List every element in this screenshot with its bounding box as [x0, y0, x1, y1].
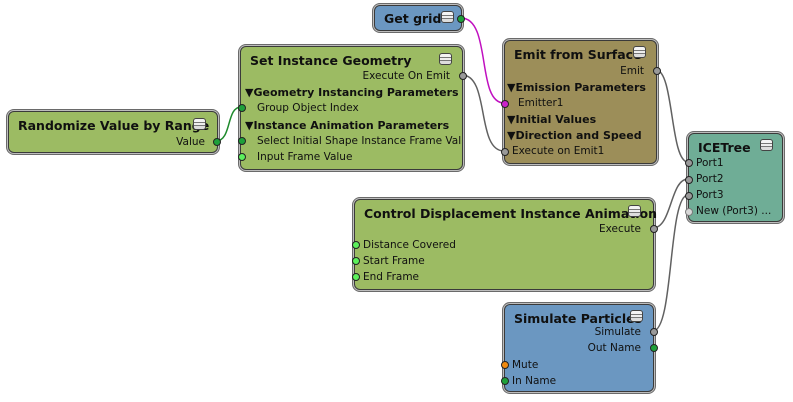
collapse-button-icon[interactable]: [628, 205, 641, 217]
simulate-output-label: Simulate: [594, 326, 641, 338]
instance-animation-section[interactable]: ▼Instance Animation Parameters: [245, 119, 450, 132]
execute-on-emit-output-label: Execute On Emit: [362, 70, 450, 82]
group-object-index-label: Group Object Index: [257, 102, 359, 114]
out-name-output-label: Out Name: [587, 342, 641, 354]
node-title: Set Instance Geometry: [250, 53, 412, 68]
emit-output-label: Emit: [620, 65, 644, 77]
execute-output-label: Execute: [599, 223, 641, 235]
geometry-instancing-section[interactable]: ▼Geometry Instancing Parameters: [245, 86, 459, 99]
emit-from-surface-node[interactable]: Emit from Surface Emit ▼Emission Paramet…: [501, 40, 661, 164]
wire-randomize-to-group-index: [215, 106, 242, 142]
select-initial-shape-label: Select Initial Shape Instance Frame Val: [257, 135, 462, 147]
get-grid-output-port[interactable]: [457, 15, 465, 23]
collapse-button-icon[interactable]: [193, 118, 206, 130]
get-grid-node[interactable]: Get grid: [374, 5, 465, 31]
group-object-index-port[interactable]: [238, 104, 246, 112]
collapse-button-icon[interactable]: [441, 11, 454, 23]
wire-setinstance-to-executeonemit1: [461, 74, 505, 152]
node-title: Randomize Value by Range: [18, 118, 210, 133]
distance-covered-port[interactable]: [352, 241, 360, 249]
execute-output-port[interactable]: [650, 225, 658, 233]
select-initial-shape-port[interactable]: [238, 137, 246, 145]
mute-label: Mute: [512, 359, 539, 371]
direction-speed-section[interactable]: ▼Direction and Speed: [507, 129, 642, 142]
randomize-value-node[interactable]: Randomize Value by Range Value: [8, 111, 221, 153]
input-frame-value-label: Input Frame Value: [257, 151, 353, 163]
port3-label: Port3: [696, 189, 724, 201]
in-name-port[interactable]: [501, 377, 509, 385]
node-title: Emit from Surface: [514, 47, 642, 62]
start-frame-port[interactable]: [352, 257, 360, 265]
execute-on-emit1-port[interactable]: [501, 148, 509, 156]
port3-port[interactable]: [685, 192, 693, 200]
emission-parameters-section[interactable]: ▼Emission Parameters: [507, 81, 646, 94]
control-displacement-node[interactable]: Control Displacement Instance Animation …: [352, 199, 658, 290]
execute-on-emit1-label: Execute on Emit1: [512, 145, 605, 157]
initial-values-section[interactable]: ▼Initial Values: [507, 113, 597, 126]
in-name-label: In Name: [512, 375, 557, 387]
value-output-port[interactable]: [213, 138, 221, 146]
emit-output-port[interactable]: [653, 67, 661, 75]
node-title: Simulate Particles: [514, 311, 643, 326]
new-port-port[interactable]: [685, 208, 693, 216]
value-output-label: Value: [176, 136, 205, 148]
port1-label: Port1: [696, 157, 724, 169]
collapse-button-icon[interactable]: [760, 139, 773, 151]
wire-emit-to-port1: [655, 69, 689, 163]
input-frame-value-port[interactable]: [238, 153, 246, 161]
port1-port[interactable]: [685, 159, 693, 167]
end-frame-label: End Frame: [363, 271, 420, 283]
node-title: Control Displacement Instance Animation: [364, 206, 658, 221]
wire-simulate-to-port3: [652, 194, 689, 332]
node-title: Get grid: [384, 11, 442, 26]
simulate-particles-node[interactable]: Simulate Particles Simulate Out Name Mut…: [501, 304, 658, 392]
port2-label: Port2: [696, 173, 724, 185]
simulate-output-port[interactable]: [650, 328, 658, 336]
collapse-button-icon[interactable]: [439, 53, 452, 65]
new-port-label[interactable]: New (Port3) ...: [696, 205, 772, 217]
end-frame-port[interactable]: [352, 273, 360, 281]
set-instance-geometry-node[interactable]: Set Instance Geometry Execute On Emit ▼G…: [238, 46, 467, 170]
collapse-button-icon[interactable]: [630, 310, 643, 322]
execute-on-emit-output-port[interactable]: [459, 72, 467, 80]
emitter1-label: Emitter1: [518, 97, 564, 109]
start-frame-label: Start Frame: [363, 255, 425, 267]
port2-port[interactable]: [685, 176, 693, 184]
wire-getgrid-to-emitter1: [460, 17, 505, 104]
node-title: ICETree: [698, 140, 751, 155]
collapse-button-icon[interactable]: [633, 46, 646, 58]
ice-tree-node[interactable]: ICETree Port1 Port2 Port3 New (Port3) ..…: [685, 133, 783, 222]
mute-port[interactable]: [501, 361, 509, 369]
distance-covered-label: Distance Covered: [363, 239, 456, 251]
wire-control-to-port2: [652, 178, 689, 229]
out-name-output-port[interactable]: [650, 344, 658, 352]
emitter1-port[interactable]: [501, 100, 509, 108]
